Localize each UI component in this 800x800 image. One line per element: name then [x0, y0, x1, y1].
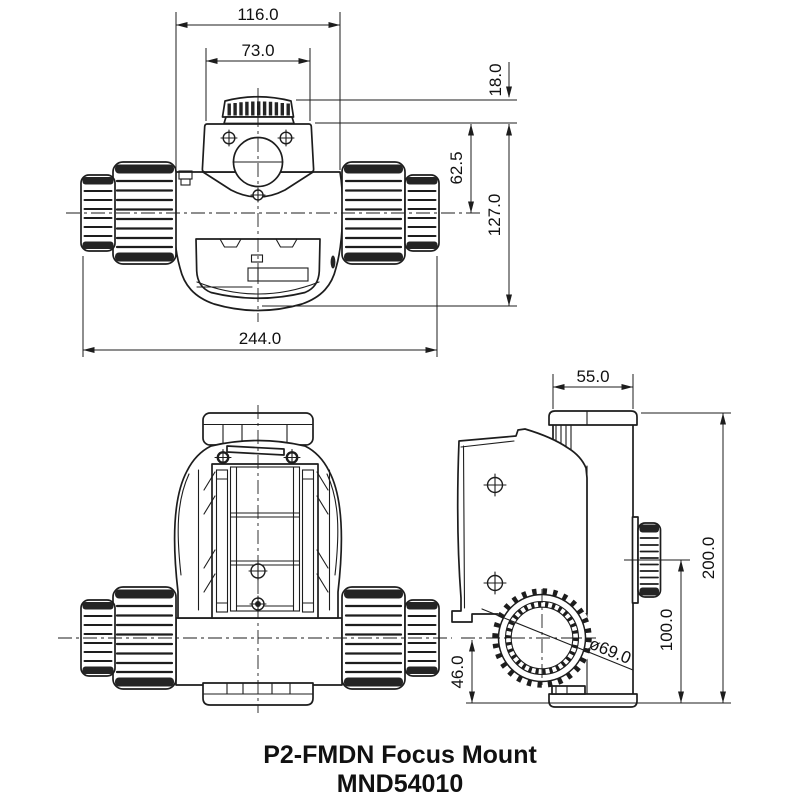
side-column-base — [548, 693, 638, 708]
side-bracket — [451, 428, 588, 623]
dim-top-knob-height: 18.0 — [486, 63, 505, 96]
head-screw-right — [277, 129, 295, 147]
bracket-screw-upper — [483, 473, 507, 497]
dim-front-height: 127.0 — [485, 194, 504, 237]
dim-focus-knob-height: 46.0 — [448, 655, 467, 688]
head-screw-left — [220, 129, 238, 147]
rear-screw-left — [214, 448, 232, 467]
rear-center-screw-upper — [248, 561, 268, 581]
front-lower-panel — [195, 238, 321, 300]
rear-lower-body — [175, 617, 343, 686]
dim-tension-knob-height: 100.0 — [657, 609, 676, 652]
front-left-boss-2 — [180, 178, 191, 186]
side-view — [451, 410, 662, 708]
diameter-leader-line — [481, 608, 634, 671]
side-foot — [551, 685, 586, 695]
rear-clamp-bar — [226, 445, 285, 456]
rear-shell-walls — [197, 469, 331, 611]
bracket-screw-lower — [483, 571, 507, 595]
dim-overall-width: 244.0 — [239, 329, 282, 348]
dim-overall-height: 200.0 — [699, 537, 718, 580]
focus-knob-face — [461, 588, 596, 688]
side-column-top-cap — [548, 410, 638, 426]
rear-dovetail-rails — [215, 469, 315, 613]
rear-center-carrier — [229, 466, 301, 612]
front-view — [66, 88, 480, 322]
side-clamp-lines — [555, 424, 572, 451]
dim-body-width: 116.0 — [237, 5, 278, 24]
front-side-pin — [330, 255, 336, 269]
dim-head-width: 73.0 — [241, 41, 274, 60]
rear-view — [58, 405, 452, 713]
caption-product-name: P2-FMDN Focus Mount — [263, 741, 537, 769]
dim-axis-height: 62.5 — [447, 151, 466, 184]
rear-dovetail-plate — [211, 463, 319, 619]
caption: P2-FMDN Focus Mount MND54010 — [263, 741, 537, 798]
caption-model-number: MND54010 — [337, 770, 463, 798]
rear-screw-right — [283, 448, 301, 467]
rear-shell-inner-edges — [177, 473, 339, 576]
rear-corner-gussets — [203, 471, 329, 593]
front-dimensions: 116.0 73.0 244.0 18.0 62.5 127.0 — [82, 5, 517, 357]
dim-column-depth: 55.0 — [576, 367, 609, 386]
side-bracket-inner-lines — [460, 440, 515, 609]
